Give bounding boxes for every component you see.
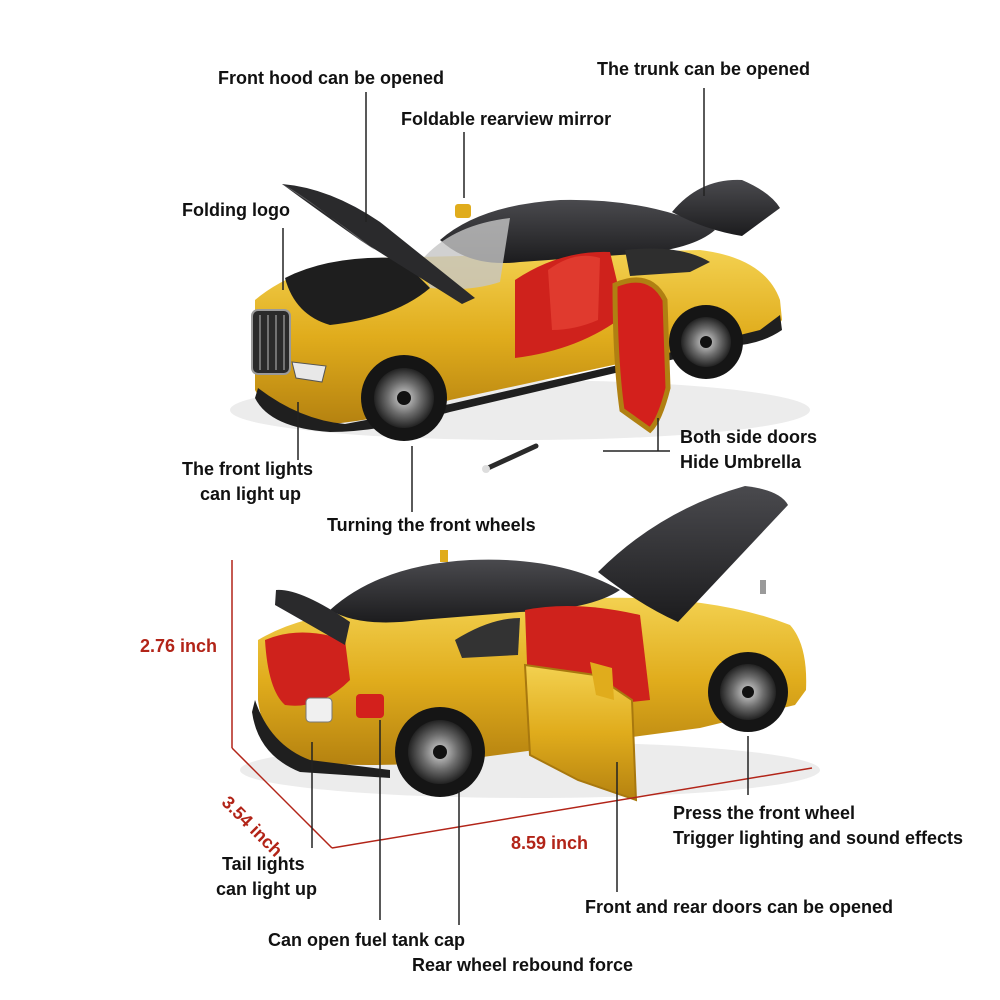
length-dimension: 8.59 inch (511, 833, 589, 853)
bottom-car (240, 486, 820, 802)
callout-leaders (282, 88, 749, 925)
height-dimension: 2.76 inch (140, 636, 218, 656)
front-hood-label: Front hood can be opened (218, 68, 444, 88)
front-lights-label-line1: The front lights (182, 459, 313, 479)
doors-umbrella-label-line1: Both side doors (680, 427, 818, 447)
dimension-lines (231, 560, 813, 849)
tail-lights-label-line2: can light up (216, 879, 317, 899)
press-wheel-label-line1: Press the front wheel (673, 803, 856, 823)
front-wheels-label: Turning the front wheels (327, 515, 536, 535)
press-wheel-label-line2: Trigger lighting and sound effects (673, 828, 964, 848)
logo-label: Folding logo (182, 200, 290, 220)
tail-lights-label-line1: Tail lights (222, 854, 305, 874)
rear-wheel-label: Rear wheel rebound force (412, 955, 634, 975)
front-lights-label-line2: can light up (200, 484, 301, 504)
doors-open-label: Front and rear doors can be opened (585, 897, 894, 917)
fuel-cap-label: Can open fuel tank cap (268, 930, 466, 950)
mirror-label: Foldable rearview mirror (401, 109, 612, 129)
top-car (230, 179, 810, 473)
doors-umbrella-label-line2: Hide Umbrella (680, 452, 802, 472)
trunk-label: The trunk can be opened (597, 59, 811, 79)
